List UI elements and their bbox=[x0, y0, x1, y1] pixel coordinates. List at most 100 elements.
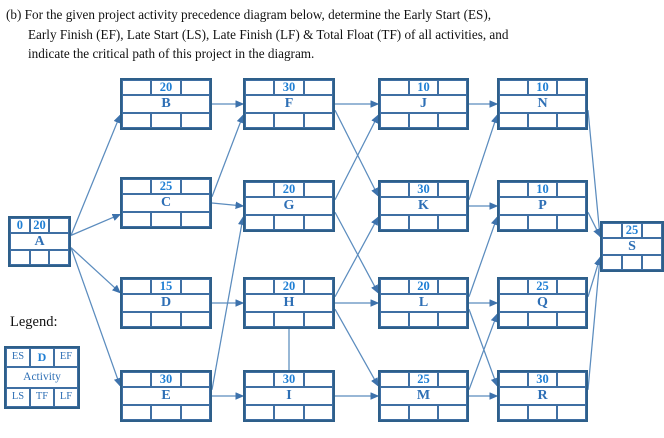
node-S-ef bbox=[642, 223, 662, 239]
node-K-duration: 30 bbox=[409, 182, 438, 198]
edge-N-S bbox=[587, 110, 604, 238]
node-D-tf bbox=[151, 311, 181, 328]
node-G-tf bbox=[274, 214, 304, 231]
node-P-ls bbox=[499, 214, 528, 231]
node-row-bottom bbox=[122, 112, 210, 129]
node-row-bottom bbox=[499, 404, 586, 421]
node-row-mid: F bbox=[245, 95, 333, 113]
node-row-top: 30 bbox=[245, 372, 333, 388]
edge-C-F bbox=[211, 114, 244, 197]
node-S-tf bbox=[622, 254, 642, 270]
node-K-name: K bbox=[380, 197, 467, 215]
node-row-bottom bbox=[122, 211, 210, 228]
edge-L-P bbox=[468, 216, 499, 297]
node-A-duration: 20 bbox=[29, 218, 50, 234]
node-A-name: A bbox=[10, 233, 69, 250]
node-B-ef bbox=[180, 80, 210, 96]
node-P-ef bbox=[557, 182, 586, 198]
node-G-duration: 20 bbox=[274, 182, 304, 198]
node-row-top: 25 bbox=[380, 372, 467, 388]
node-N-tf bbox=[528, 112, 557, 129]
node-E-duration: 30 bbox=[151, 372, 181, 388]
node-B-lf bbox=[180, 112, 210, 129]
node-D-name: D bbox=[122, 294, 210, 312]
node-E-tf bbox=[151, 404, 181, 421]
node-R-lf bbox=[557, 404, 586, 421]
node-D-ls bbox=[122, 311, 152, 328]
node-F-duration: 30 bbox=[274, 80, 304, 96]
node-row-bottom bbox=[602, 254, 662, 270]
node-L-es bbox=[380, 279, 409, 295]
node-row-top: 20 bbox=[380, 279, 467, 295]
legend-ls-cell: LS bbox=[6, 388, 30, 407]
node-P-es bbox=[499, 182, 528, 198]
node-row-top: 20 bbox=[245, 279, 333, 295]
node-I-es bbox=[245, 372, 275, 388]
edge-M-Q bbox=[468, 313, 498, 390]
node-C-es bbox=[122, 179, 152, 195]
node-E-ef bbox=[180, 372, 210, 388]
node-F-lf bbox=[303, 112, 333, 129]
node-S-duration: 25 bbox=[622, 223, 642, 239]
node-row-mid: H bbox=[245, 294, 333, 312]
node-C-ef bbox=[180, 179, 210, 195]
node-G-ef bbox=[303, 182, 333, 198]
node-L-name: L bbox=[380, 294, 467, 312]
node-M-name: M bbox=[380, 387, 467, 405]
node-C-lf bbox=[180, 211, 210, 228]
node-I-lf bbox=[303, 404, 333, 421]
node-M-tf bbox=[409, 404, 438, 421]
node-E-ls bbox=[122, 404, 152, 421]
edge-H-K bbox=[334, 216, 379, 298]
node-row-top: 15 bbox=[122, 279, 210, 295]
legend-ef-cell: EF bbox=[54, 348, 78, 367]
node-B-duration: 20 bbox=[151, 80, 181, 96]
node-M-ef bbox=[438, 372, 467, 388]
node-row-top: 20 bbox=[122, 80, 210, 96]
node-row-mid: I bbox=[245, 387, 333, 405]
node-A-lf bbox=[49, 249, 70, 265]
node-I-duration: 30 bbox=[274, 372, 304, 388]
node-H-tf bbox=[274, 311, 304, 328]
node-Q-tf bbox=[528, 311, 557, 328]
node-row-mid: G bbox=[245, 197, 333, 215]
edge-K-N bbox=[468, 114, 499, 200]
node-row-mid: R bbox=[499, 387, 586, 405]
node-C-tf bbox=[151, 211, 181, 228]
node-row-mid: E bbox=[122, 387, 210, 405]
edge-A-B bbox=[70, 114, 121, 236]
node-row-top: 25 bbox=[602, 223, 662, 239]
node-I-tf bbox=[274, 404, 304, 421]
node-I-ef bbox=[303, 372, 333, 388]
node-S-es bbox=[602, 223, 622, 239]
edge-G-J bbox=[334, 114, 379, 201]
node-D-duration: 15 bbox=[151, 279, 181, 295]
node-E-name: E bbox=[122, 387, 210, 405]
node-B-tf bbox=[151, 112, 181, 129]
node-H-lf bbox=[303, 311, 333, 328]
node-E-es bbox=[122, 372, 152, 388]
node-L-duration: 20 bbox=[409, 279, 438, 295]
node-Q-ls bbox=[499, 311, 528, 328]
node-row-mid: K bbox=[380, 197, 467, 215]
edge-G-L bbox=[334, 211, 379, 294]
